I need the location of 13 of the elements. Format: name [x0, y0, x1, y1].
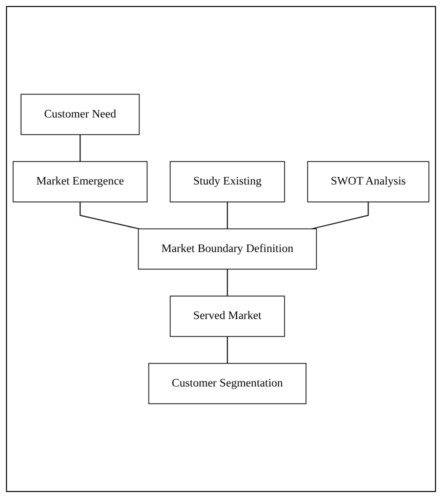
- connector: [226, 268, 228, 297]
- node-box: Served Market: [170, 296, 285, 337]
- connector: [80, 134, 81, 162]
- connector: [80, 201, 140, 230]
- node-box: Customer Need: [20, 94, 140, 136]
- connector: [226, 336, 228, 364]
- node-box: SWOT Analysis: [307, 161, 430, 202]
- node-box: Market Emergence: [12, 161, 148, 202]
- connector: [311, 201, 369, 230]
- node-box: Study Existing: [170, 161, 285, 202]
- connector: [226, 201, 228, 230]
- node-box: Market Boundary Definition: [138, 228, 317, 270]
- node-box: Customer Segmentation: [148, 362, 306, 404]
